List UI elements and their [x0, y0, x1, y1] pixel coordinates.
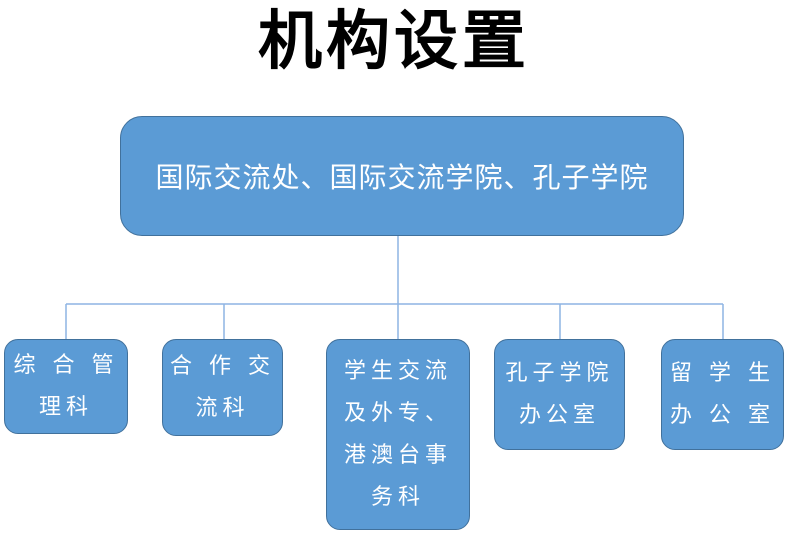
- page-title: 机构设置: [258, 4, 530, 79]
- dept-node-label: 学生交流 及外专、 港澳台事 务科: [343, 358, 452, 510]
- root-node: 国际交流处、国际交流学院、孔子学院: [120, 116, 684, 236]
- dept-node-student-exchange: 学生交流 及外专、 港澳台事 务科: [326, 339, 470, 530]
- dept-node-international-students-office: 留 学 生 办 公 室: [661, 339, 784, 450]
- dept-node-cooperation-exchange: 合 作 交 流科: [162, 339, 283, 436]
- root-node-label: 国际交流处、国际交流学院、孔子学院: [155, 161, 649, 194]
- dept-node-label: 合 作 交 流科: [170, 353, 275, 421]
- dept-node-label: 综 合 管 理科: [13, 352, 119, 420]
- dept-node-label: 孔子学院 办公室: [505, 360, 614, 428]
- dept-node-label: 留 学 生 办 公 室: [670, 360, 775, 428]
- dept-node-general-management: 综 合 管 理科: [4, 339, 128, 434]
- dept-node-confucius-office: 孔子学院 办公室: [494, 339, 625, 450]
